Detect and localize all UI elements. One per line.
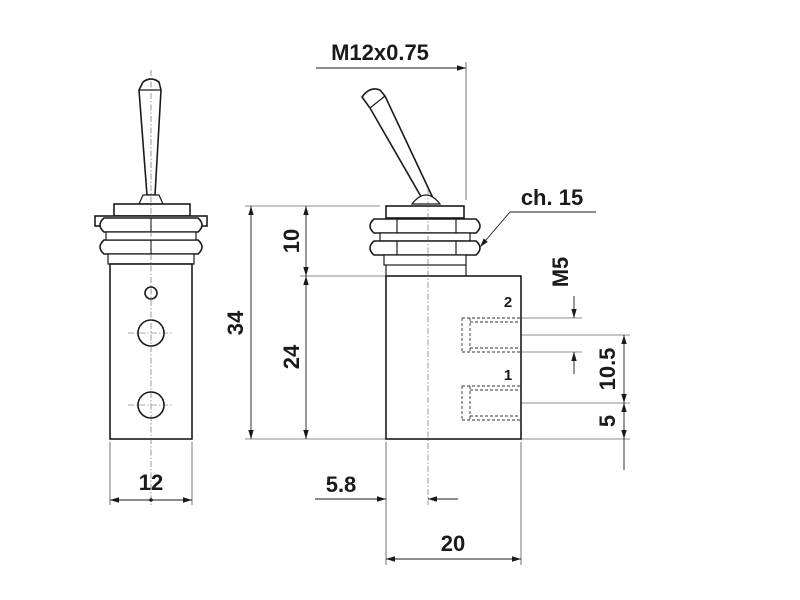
port-1-hidden [461, 385, 521, 421]
dim-width-front: 12 [109, 442, 193, 505]
dim-nut-height: 10 [279, 206, 386, 277]
dim-port-spacing: 10.5 [521, 334, 630, 404]
dim-body-height-label: 24 [279, 344, 304, 369]
dim-body-height: 24 [279, 276, 309, 439]
dim-port-thread: M5 [521, 257, 582, 374]
port-2-label: 2 [504, 294, 512, 311]
dim-port-bottom-label: 5 [595, 415, 620, 427]
dim-width-side-label: 20 [441, 531, 465, 556]
side-view: 2 1 [361, 88, 522, 505]
dim-port-thread-label: M5 [548, 257, 573, 288]
port-1-label: 1 [504, 367, 512, 384]
dim-chamfer: ch. 15 [479, 185, 596, 248]
dim-port-bottom: 5 [521, 403, 630, 470]
dim-chamfer-label: ch. 15 [521, 185, 583, 210]
side-body [385, 275, 522, 440]
dim-thread: M12x0.75 [316, 40, 467, 200]
front-view [94, 70, 208, 505]
dim-total-height-label: 34 [223, 310, 248, 335]
dim-port-spacing-label: 10.5 [595, 348, 620, 391]
dim-total-height: 34 [223, 205, 386, 440]
dim-offset: 5.8 [315, 442, 458, 565]
side-nut-upper [369, 218, 481, 234]
dim-nut-height-label: 10 [279, 229, 304, 253]
dim-offset-label: 5.8 [326, 472, 357, 497]
side-nut-lower [369, 240, 481, 256]
dim-thread-label: M12x0.75 [331, 40, 429, 65]
dim-width-side: 20 [386, 442, 522, 565]
side-pivot [410, 194, 442, 205]
front-bushing [113, 203, 191, 217]
front-lever [138, 78, 162, 196]
port-2-hidden [461, 317, 521, 353]
side-bushing [385, 205, 465, 219]
dim-width-front-label: 12 [139, 470, 163, 495]
